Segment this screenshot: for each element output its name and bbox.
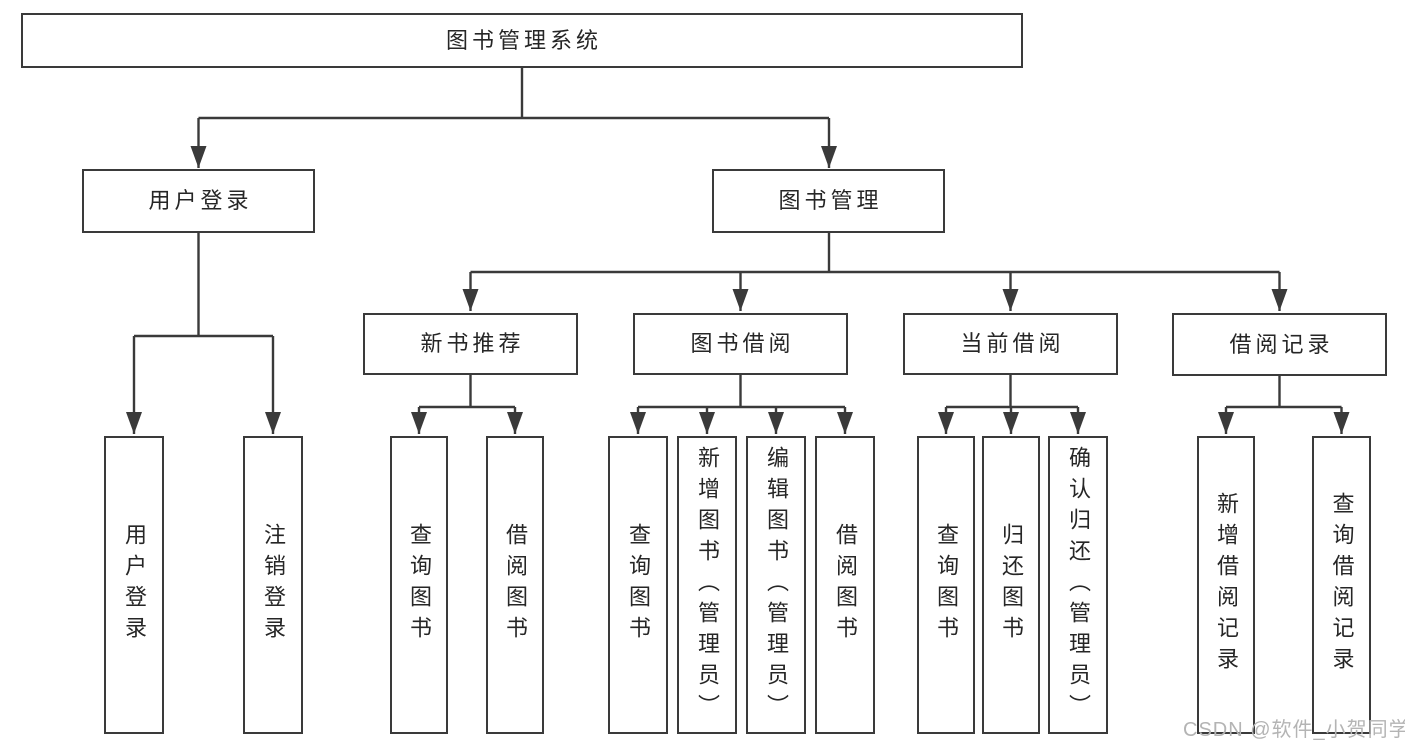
node-label: 图书管理系统 [445, 27, 602, 53]
node-label: 查询图书 [626, 523, 651, 647]
current-borrow-connector [938, 375, 1086, 434]
node-label: 图书借阅 [690, 331, 795, 356]
book-borrow-connector [630, 375, 853, 434]
node-label: 新增图书（管理员） [695, 445, 720, 725]
node-label: 新书推荐 [420, 331, 525, 356]
leaf-borrow-books: 借阅图书 [815, 436, 875, 734]
new-book-recommend-connector [411, 375, 523, 434]
node-label: 用户登录 [122, 523, 147, 647]
leaf-borrow-books-recommend: 借阅图书 [486, 436, 544, 734]
node-book-management: 图书管理 [712, 169, 945, 233]
node-book-borrow: 图书借阅 [633, 313, 848, 375]
leaf-query-books-current: 查询图书 [917, 436, 975, 734]
node-root: 图书管理系统 [21, 13, 1023, 68]
node-label: 确认归还（管理员） [1066, 445, 1091, 725]
node-user-login: 用户登录 [82, 169, 315, 233]
leaf-return-book: 归还图书 [982, 436, 1040, 734]
node-label: 当前借阅 [960, 331, 1065, 356]
leaf-query-borrow-record: 查询借阅记录 [1312, 436, 1371, 734]
leaf-confirm-return-admin: 确认归还（管理员） [1048, 436, 1108, 734]
node-label: 归还图书 [999, 523, 1024, 647]
node-borrow-records: 借阅记录 [1172, 313, 1387, 376]
node-label: 借阅图书 [833, 523, 858, 647]
leaf-query-books-borrow: 查询图书 [608, 436, 668, 734]
root-connector [190, 68, 837, 168]
node-new-book-recommend: 新书推荐 [363, 313, 578, 375]
leaf-add-book-admin: 新增图书（管理员） [677, 436, 737, 734]
node-label: 借阅图书 [503, 523, 528, 647]
node-label: 查询借阅记录 [1329, 492, 1355, 678]
leaf-user-login: 用户登录 [104, 436, 164, 734]
node-current-borrow: 当前借阅 [903, 313, 1118, 375]
node-label: 编辑图书（管理员） [764, 445, 789, 725]
node-label: 用户登录 [148, 188, 253, 213]
borrow-records-connector [1218, 375, 1350, 434]
user-login-connector [126, 232, 281, 434]
node-label: 查询图书 [407, 523, 432, 647]
leaf-query-books-recommend: 查询图书 [390, 436, 448, 734]
leaf-add-borrow-record: 新增借阅记录 [1197, 436, 1255, 734]
node-label: 注销登录 [261, 523, 286, 647]
leaf-logout: 注销登录 [243, 436, 303, 734]
node-label: 图书管理 [778, 188, 883, 213]
node-label: 借阅记录 [1229, 331, 1334, 357]
node-label: 查询图书 [934, 523, 959, 647]
leaf-edit-book-admin: 编辑图书（管理员） [746, 436, 806, 734]
watermark: CSDN @软件_小贺同学 [1183, 719, 1405, 741]
node-label: 新增借阅记录 [1214, 492, 1239, 678]
book-management-connector [462, 232, 1288, 311]
